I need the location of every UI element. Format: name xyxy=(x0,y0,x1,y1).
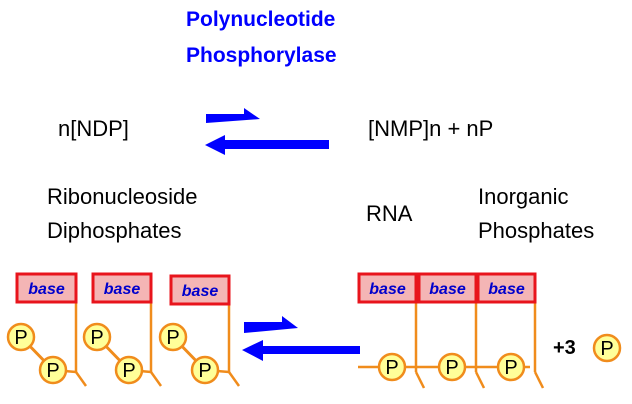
base-box xyxy=(417,272,478,304)
sugar-tail xyxy=(149,371,163,387)
ribonucleoside-line-1: Ribonucleoside xyxy=(47,184,198,209)
phosphate-label: P xyxy=(198,360,211,382)
base-label: base xyxy=(182,283,219,300)
phosphate-label: P xyxy=(122,360,135,382)
forward-arrow-short-bottom xyxy=(244,316,298,333)
reverse-arrow-long-bottom xyxy=(242,340,360,361)
base-label: base xyxy=(28,281,65,298)
base-label: base xyxy=(488,281,525,298)
reverse-arrow-long xyxy=(205,135,329,155)
phosphate-circle xyxy=(158,322,188,352)
phosphate-circle xyxy=(82,322,112,352)
phosphate-label: P xyxy=(166,327,179,349)
plus-three-label: +3 xyxy=(553,337,576,359)
title-line-2: Phosphorylase xyxy=(186,44,337,67)
ribonucleoside-line-2: Diphosphates xyxy=(47,218,182,243)
base-box xyxy=(15,272,78,304)
equation-left: n[NDP] xyxy=(58,116,129,141)
phosphate-label: P xyxy=(14,327,27,349)
sugar-tail xyxy=(414,371,426,389)
rna-label: RNA xyxy=(366,201,413,226)
sugar-tail xyxy=(74,371,88,387)
equation-right: [NMP]n + nP xyxy=(368,116,494,141)
inorganic-line-2: Phosphates xyxy=(478,218,595,243)
phosphate-label: P xyxy=(504,357,517,379)
sugar-tail xyxy=(227,371,241,387)
phosphate-circle xyxy=(437,352,467,382)
phosphate-circle xyxy=(377,352,407,382)
sugar-tail xyxy=(474,371,486,389)
phosphate-circle xyxy=(190,355,220,385)
phosphate-circle xyxy=(592,333,622,363)
phosphate-label: P xyxy=(385,357,398,379)
phosphate-label: P xyxy=(46,360,59,382)
free-phosphate: P xyxy=(592,333,622,363)
diagram-title: Polynucleotide Phosphorylase xyxy=(186,2,337,74)
inorganic-phosphates-label: Inorganic Phosphates xyxy=(478,180,594,248)
equilibrium-arrows-top xyxy=(205,108,329,155)
base-box xyxy=(169,274,231,306)
base-box xyxy=(91,272,153,304)
base-label: base xyxy=(429,281,466,298)
equilibrium-arrows-bottom xyxy=(242,316,360,361)
base-label: base xyxy=(104,281,141,298)
base-label: base xyxy=(369,281,406,298)
phosphate-label: P xyxy=(600,338,613,360)
ribonucleoside-diphosphates-label: Ribonucleoside Diphosphates xyxy=(47,180,197,248)
phosphate-label: P xyxy=(90,327,103,349)
sugar-tail xyxy=(533,371,545,389)
phosphate-circle xyxy=(114,355,144,385)
title-line-1: Polynucleotide xyxy=(186,8,336,31)
base-box xyxy=(476,272,537,304)
phosphate-circle xyxy=(38,355,68,385)
inorganic-line-1: Inorganic xyxy=(478,184,569,209)
forward-arrow-short xyxy=(206,108,260,123)
phosphate-circle xyxy=(6,322,36,352)
phosphate-label: P xyxy=(445,357,458,379)
phosphate-circle xyxy=(496,352,526,382)
base-box xyxy=(357,272,418,304)
